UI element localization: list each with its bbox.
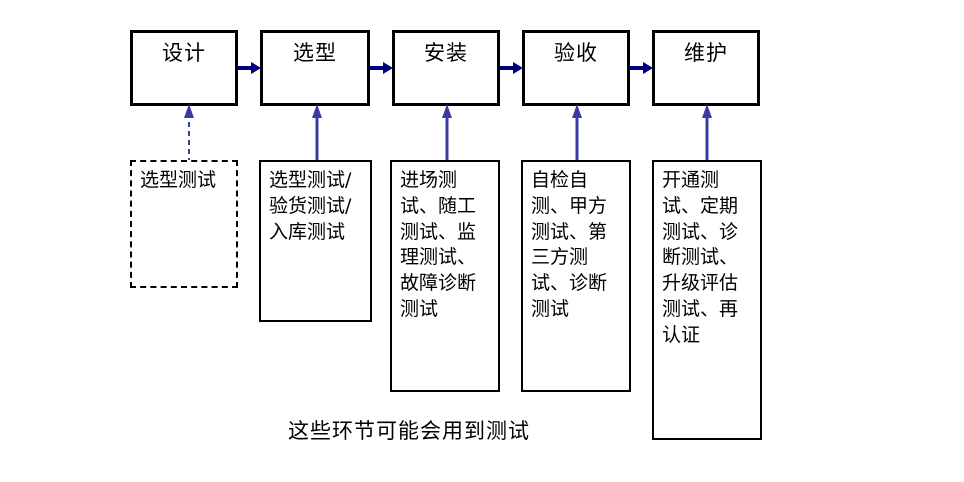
detail-box-maintenance[interactable]: 开通测试、定期测试、诊断测试、升级评估测试、再认证 <box>652 160 762 440</box>
stage-box-acceptance[interactable]: 验收 <box>522 30 630 106</box>
detail-box-selection[interactable]: 选型测试/验货测试/入库测试 <box>259 160 372 322</box>
stage-box-maintenance[interactable]: 维护 <box>652 30 760 106</box>
arrow-selection-to-installation <box>370 59 394 77</box>
arrow-acceptance-to-maintenance <box>630 59 654 77</box>
detail-text-installation: 进场测试、随工测试、监理测试、故障诊断测试 <box>400 169 477 321</box>
detail-box-installation[interactable]: 进场测试、随工测试、监理测试、故障诊断测试 <box>390 160 500 392</box>
stage-box-design[interactable]: 设计 <box>130 30 238 106</box>
detail-box-acceptance[interactable]: 自检自测、甲方测试、第三方测试、诊断测试 <box>521 160 631 392</box>
detail-box-design[interactable]: 选型测试 <box>130 160 238 288</box>
detail-text-design: 选型测试 <box>140 169 217 191</box>
arrow-detail-installation-up <box>440 103 454 163</box>
arrow-detail-selection-up <box>310 103 324 163</box>
detail-text-maintenance: 开通测试、定期测试、诊断测试、升级评估测试、再认证 <box>662 169 739 346</box>
stage-box-installation[interactable]: 安装 <box>392 30 500 106</box>
stage-label-acceptance: 验收 <box>554 41 598 65</box>
diagram-caption: 这些环节可能会用到测试 <box>288 419 530 443</box>
stage-box-selection[interactable]: 选型 <box>260 30 370 106</box>
stage-label-design: 设计 <box>162 41 206 65</box>
arrow-installation-to-acceptance <box>500 59 524 77</box>
arrow-design-to-selection <box>238 59 262 77</box>
arrow-detail-acceptance-up <box>570 103 584 163</box>
stage-label-maintenance: 维护 <box>684 41 728 65</box>
arrow-detail-maintenance-up <box>700 103 714 163</box>
detail-text-selection: 选型测试/验货测试/入库测试 <box>269 169 352 243</box>
stage-label-installation: 安装 <box>424 41 468 65</box>
stage-label-selection: 选型 <box>293 41 337 65</box>
detail-text-acceptance: 自检自测、甲方测试、第三方测试、诊断测试 <box>531 169 608 321</box>
arrow-detail-design-up <box>182 103 196 163</box>
